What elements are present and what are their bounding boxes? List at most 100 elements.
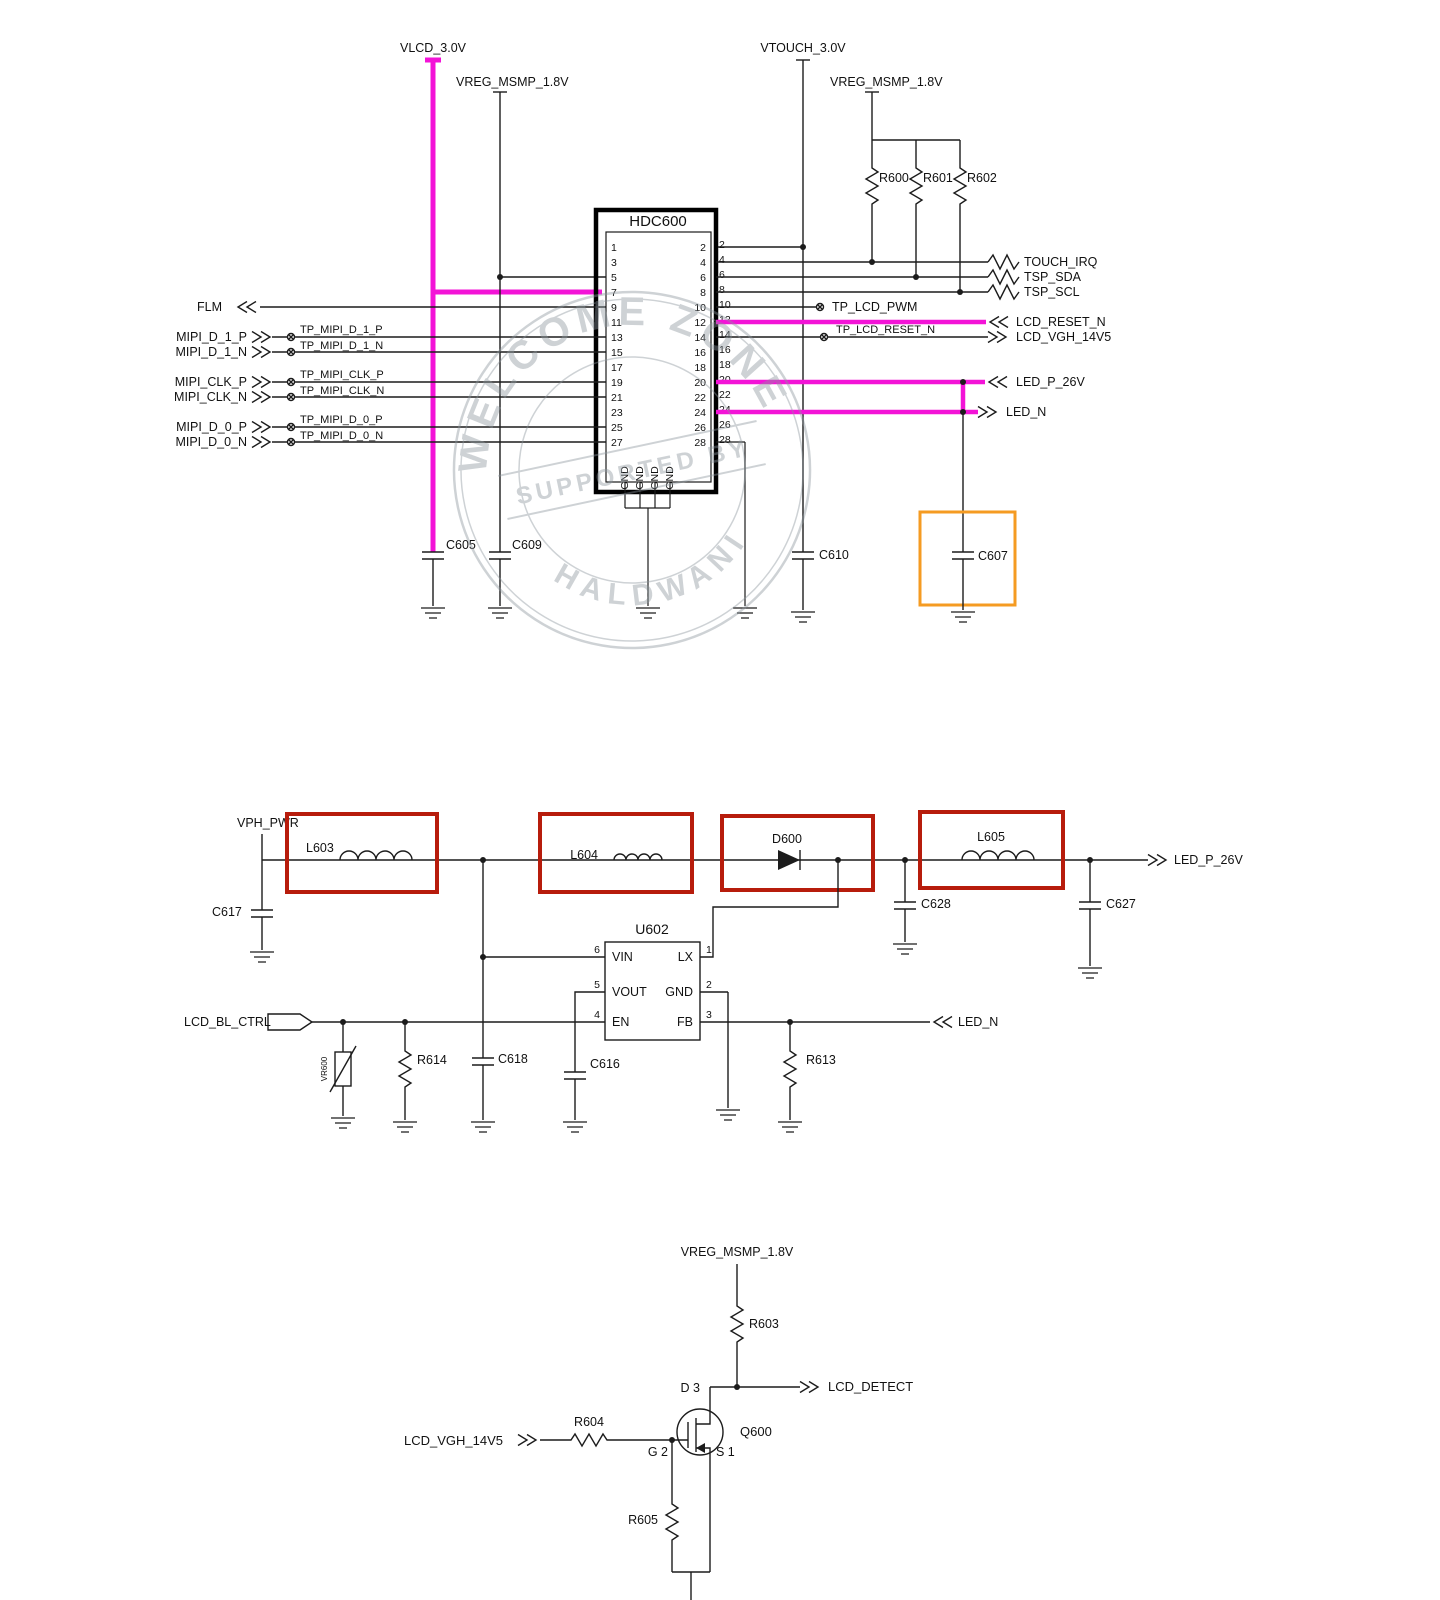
- pullup-network: VREG_MSMP_1.8V R600 R601 R602: [830, 75, 997, 295]
- capacitor-c610: C610: [790, 548, 849, 623]
- power-rail-vreg-left: VREG_MSMP_1.8V: [456, 75, 606, 552]
- label-tp-mipi-d1-p: TP_MIPI_D_1_P: [300, 324, 383, 336]
- pin-num-vout: 5: [594, 979, 600, 991]
- pin-number: 14: [719, 329, 731, 341]
- capacitor-c627: C627: [1077, 860, 1136, 979]
- signals-left: FLM MIPI_D_1_P TP_MIPI_D_1_P MIPI_D_1_N …: [174, 300, 606, 449]
- chevron-right-icon: [251, 390, 271, 404]
- pin-name-vin: VIN: [612, 950, 633, 964]
- capacitor-c617: C617: [212, 860, 275, 963]
- testpoint-icon: [286, 377, 296, 387]
- chevron-right-icon: [799, 1380, 819, 1394]
- label-lcd-vgh: LCD_VGH_14V5: [1016, 330, 1111, 344]
- label-c618: C618: [498, 1052, 528, 1066]
- backlight-section: VPH_PWR LED_P_26V L603 L604 D600 L605: [184, 810, 1243, 1133]
- pin-number: 28: [694, 437, 706, 449]
- pin-num-vin: 6: [594, 944, 600, 956]
- label-flm: FLM: [197, 300, 222, 314]
- label-c617: C617: [212, 905, 242, 919]
- chevron-left-icon: [989, 315, 1009, 329]
- label-tp-mipi-d0-p: TP_MIPI_D_0_P: [300, 414, 383, 426]
- label-mipi-d1-n: MIPI_D_1_N: [175, 345, 247, 359]
- label-led-p-out: LED_P_26V: [1174, 853, 1243, 867]
- label-lcd-vgh-bottom: LCD_VGH_14V5: [404, 1433, 503, 1448]
- label-vlcd: VLCD_3.0V: [400, 41, 467, 55]
- label-touch-irq: TOUCH_IRQ: [1024, 255, 1098, 269]
- resistor-r604: R604: [564, 1415, 614, 1447]
- testpoint-icon: [815, 302, 825, 312]
- mosfet-q600: Q600 G 2 S 1: [648, 1387, 772, 1572]
- ic-u602: U602 VIN VOUT EN LX GND FB 6 5 4 1 2 3: [594, 921, 712, 1041]
- pin-number: GND: [619, 466, 631, 490]
- highlight-box-c607: [918, 510, 1017, 607]
- pin-number: 25: [611, 422, 623, 434]
- pin-number: 12: [694, 317, 706, 329]
- testpoint-icon: [286, 422, 296, 432]
- pin-number: 3: [611, 257, 617, 269]
- capacitor-c607: C607: [918, 510, 1017, 623]
- ground-symbol: [1077, 967, 1103, 979]
- label-vr600: VR600: [320, 1056, 329, 1081]
- power-rail-vtouch: VTOUCH_3.0V: [716, 41, 846, 552]
- chevron-right-icon: [251, 435, 271, 449]
- ground-symbol: [392, 1121, 418, 1133]
- label-r604: R604: [574, 1415, 604, 1429]
- ground-symbol: [777, 1121, 803, 1133]
- testpoint-icon: [286, 437, 296, 447]
- label-tp-mipi-d1-n: TP_MIPI_D_1_N: [300, 340, 383, 352]
- ground-symbol: [790, 611, 816, 623]
- label-vreg-bottom: VREG_MSMP_1.8V: [681, 1245, 794, 1259]
- pin-number: 18: [719, 359, 731, 371]
- highlight-box-l603: [285, 812, 439, 894]
- label-vph-pwr: VPH_PWR: [237, 816, 299, 830]
- label-c628: C628: [921, 897, 951, 911]
- pin-number: 17: [611, 362, 623, 374]
- chevron-left-icon: [237, 300, 257, 314]
- label-gate: G 2: [648, 1445, 668, 1459]
- pin-number: 15: [611, 347, 623, 359]
- chevron-left-icon: [933, 1015, 953, 1029]
- pin-num-lx: 1: [706, 944, 712, 956]
- resistor-r600: R600: [865, 161, 909, 211]
- capacitor-c605: C605: [420, 538, 476, 619]
- diode-d600: D600: [720, 814, 875, 892]
- top-section: VLCD_3.0V VREG_MSMP_1.8V VTOUCH_3.0V VRE…: [174, 41, 1111, 623]
- label-tp-mipi-clk-n: TP_MIPI_CLK_N: [300, 385, 384, 397]
- ground-symbol: [487, 607, 513, 619]
- resistor-r601: R601: [909, 161, 953, 211]
- label-l603: L603: [306, 841, 334, 855]
- label-mipi-clk-p: MIPI_CLK_P: [175, 375, 247, 389]
- pin-number: 26: [694, 422, 706, 434]
- connector-title: HDC600: [629, 213, 687, 230]
- label-vreg-left: VREG_MSMP_1.8V: [456, 75, 569, 89]
- chevron-right-icon: [987, 330, 1007, 344]
- pin-number: 16: [694, 347, 706, 359]
- pin-number: 23: [611, 407, 623, 419]
- label-r613: R613: [806, 1053, 836, 1067]
- label-r605: R605: [628, 1513, 658, 1527]
- ground-symbol: [330, 1117, 356, 1129]
- label-tsp-scl: TSP_SCL: [1024, 285, 1080, 299]
- label-c609: C609: [512, 538, 542, 552]
- label-led-n-mid: LED_N: [958, 1015, 998, 1029]
- pin-number: 6: [719, 269, 725, 281]
- resistor-r602: R602: [953, 161, 997, 211]
- pin-number: 9: [611, 302, 617, 314]
- resistor-r605: R605: [628, 1440, 679, 1572]
- label-lcd-reset-n: LCD_RESET_N: [1016, 315, 1106, 329]
- pin-number: 10: [694, 302, 706, 314]
- pin-number: 28: [719, 434, 731, 446]
- ground-symbol: [950, 611, 976, 623]
- u602-wiring: C618 C616 LCD_BL_CTRL VR600: [184, 860, 998, 1133]
- pin-name-fb: FB: [677, 1015, 693, 1029]
- pin-number: 2: [700, 242, 706, 254]
- pin-number: 7: [611, 287, 617, 299]
- label-mipi-d1-p: MIPI_D_1_P: [176, 330, 247, 344]
- ground-symbol: [562, 1121, 588, 1133]
- pin-number: 2: [719, 239, 725, 251]
- chevron-right-icon: [251, 330, 271, 344]
- pin-number: 19: [611, 377, 623, 389]
- label-q600: Q600: [740, 1424, 772, 1439]
